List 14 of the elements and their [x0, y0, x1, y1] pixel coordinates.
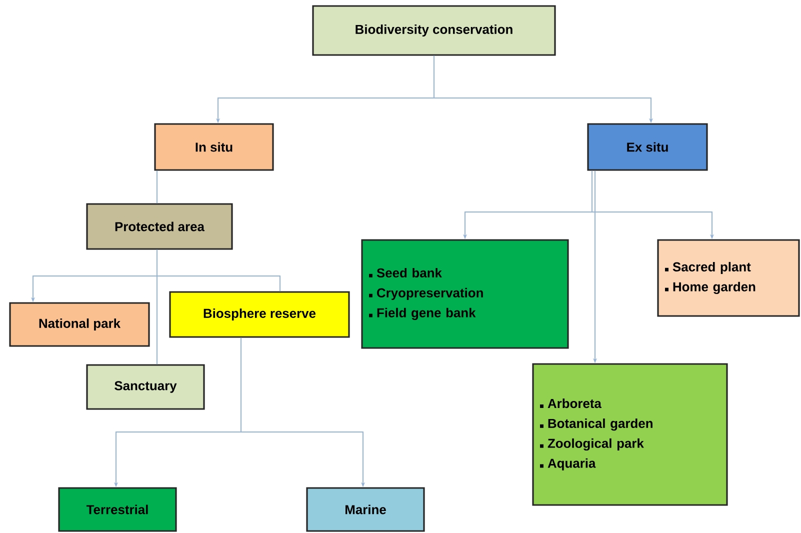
- process-box: In situ: [154, 123, 274, 171]
- process-box: Marine: [306, 487, 425, 532]
- process-box: Protected area: [86, 203, 233, 250]
- process-box: Ex situ: [587, 123, 708, 171]
- process-box: National park: [9, 302, 150, 347]
- process-box: Sanctuary: [86, 364, 205, 410]
- connector: [156, 170, 158, 204]
- process-box: Terrestrial: [58, 487, 177, 532]
- list-box: Arboreta Botanical garden Zoological park Aquaria: [532, 363, 728, 506]
- connector: [156, 249, 280, 292]
- process-box: Biosphere reserve: [169, 291, 350, 338]
- process-box: Biodiversity conservation: [312, 5, 556, 56]
- list-box: Sacred plant Home garden: [657, 239, 800, 317]
- list-box: Seed bank Cryopreservation Field gene bank: [361, 239, 569, 349]
